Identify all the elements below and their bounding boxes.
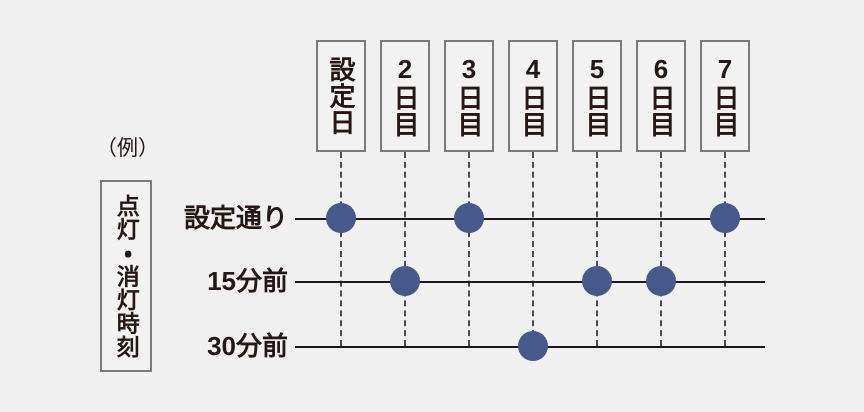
row-15-min-before: 15分前	[207, 266, 288, 296]
data-point	[454, 203, 484, 233]
row-line	[295, 281, 765, 283]
col-day-2: 2日目	[380, 40, 430, 152]
column-guide-line	[724, 152, 726, 346]
row-30-min-before: 30分前	[207, 331, 288, 361]
data-point	[518, 331, 548, 361]
col-day-5: 5日目	[572, 40, 622, 152]
col-day-3: 3日目	[444, 40, 494, 152]
data-point	[326, 203, 356, 233]
row-line	[295, 218, 765, 220]
vertical-axis-title-box: 点灯・消灯時刻	[100, 180, 152, 372]
example-caption: （例）	[96, 137, 159, 160]
column-guide-line	[340, 152, 342, 346]
column-guide-line	[660, 152, 662, 346]
column-guide-line	[596, 152, 598, 346]
column-header-label: 2日目	[390, 54, 420, 138]
column-guide-line	[532, 152, 534, 346]
data-point	[646, 266, 676, 296]
column-header-label: 設定日	[326, 56, 356, 136]
column-guide-line	[404, 152, 406, 346]
column-header-label: 4日目	[518, 54, 548, 138]
column-header-label: 5日目	[582, 54, 612, 138]
column-header-label: 3日目	[454, 54, 484, 138]
col-setting-day: 設定日	[316, 40, 366, 152]
vertical-axis-title-label: 点灯・消灯時刻	[113, 193, 140, 359]
data-point	[390, 266, 420, 296]
data-point	[710, 203, 740, 233]
data-point	[582, 266, 612, 296]
col-day-4: 4日目	[508, 40, 558, 152]
row-as-set: 設定通り	[183, 203, 288, 233]
column-header-label: 6日目	[646, 54, 676, 138]
col-day-6: 6日目	[636, 40, 686, 152]
column-guide-line	[468, 152, 470, 346]
column-header-label: 7日目	[710, 54, 740, 138]
col-day-7: 7日目	[700, 40, 750, 152]
